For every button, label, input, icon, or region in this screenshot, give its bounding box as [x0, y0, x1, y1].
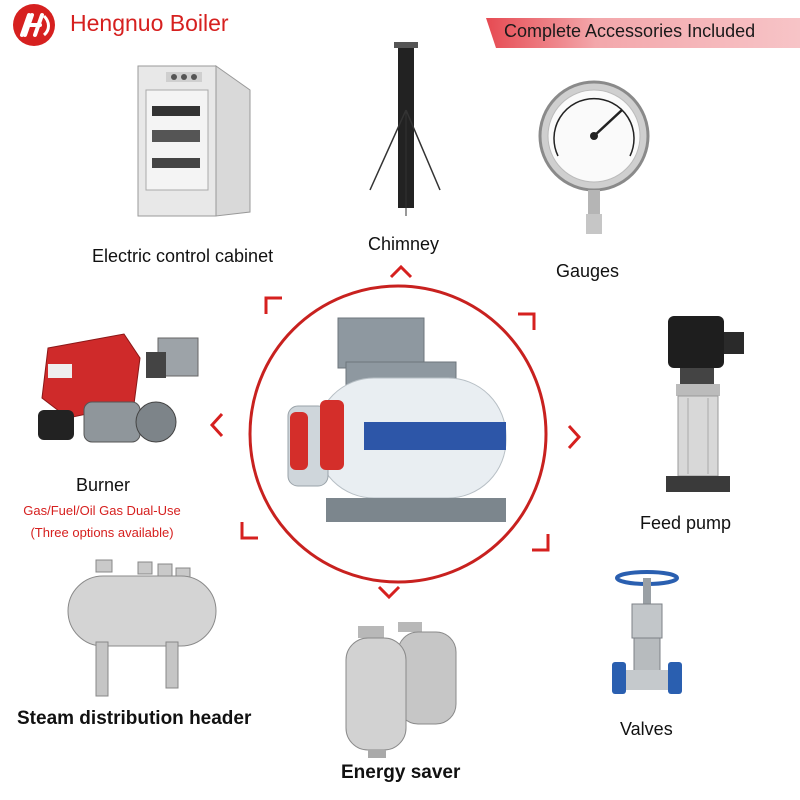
burner-options-note: (Three options available): [30, 525, 174, 540]
steam-header-image: [67, 559, 217, 697]
banner-background: [486, 18, 800, 48]
arrow-up-left-icon: [264, 296, 282, 314]
arrow-left-icon: [209, 412, 224, 438]
steam-header-label: Steam distribution header: [17, 708, 252, 729]
electric-cabinet-image: [137, 65, 251, 217]
electric-cabinet-label: Electric control cabinet: [92, 246, 274, 266]
arrow-down-icon: [377, 585, 401, 600]
arrow-up-right-icon: [518, 312, 536, 330]
arrow-right-icon: [567, 424, 582, 450]
energy-saver-label: Energy saver: [341, 762, 461, 783]
burner-label: Burner: [76, 475, 131, 495]
energy-saver-image: [345, 622, 457, 758]
banner-title: Complete Accessories Included: [504, 21, 756, 41]
feed-pump-label: Feed pump: [640, 513, 732, 533]
gauge-image: [538, 80, 650, 234]
arrow-down-left-icon: [240, 522, 258, 540]
feed-pump-image: [666, 316, 744, 492]
valve-image: [612, 570, 682, 694]
burner-image: [38, 333, 199, 443]
chimney-label: Chimney: [368, 234, 440, 254]
arrow-down-right-icon: [532, 534, 550, 552]
brand-name: Hengnuo Boiler: [70, 10, 229, 36]
arrow-up-icon: [389, 264, 413, 279]
brand-logo-icon: [13, 4, 55, 46]
gauges-label: Gauges: [556, 261, 620, 281]
valves-label: Valves: [620, 719, 673, 739]
burner-fuel-note: Gas/Fuel/Oil Gas Dual-Use: [23, 503, 181, 518]
chimney-image: [369, 42, 441, 216]
boiler-circle: [248, 284, 548, 584]
